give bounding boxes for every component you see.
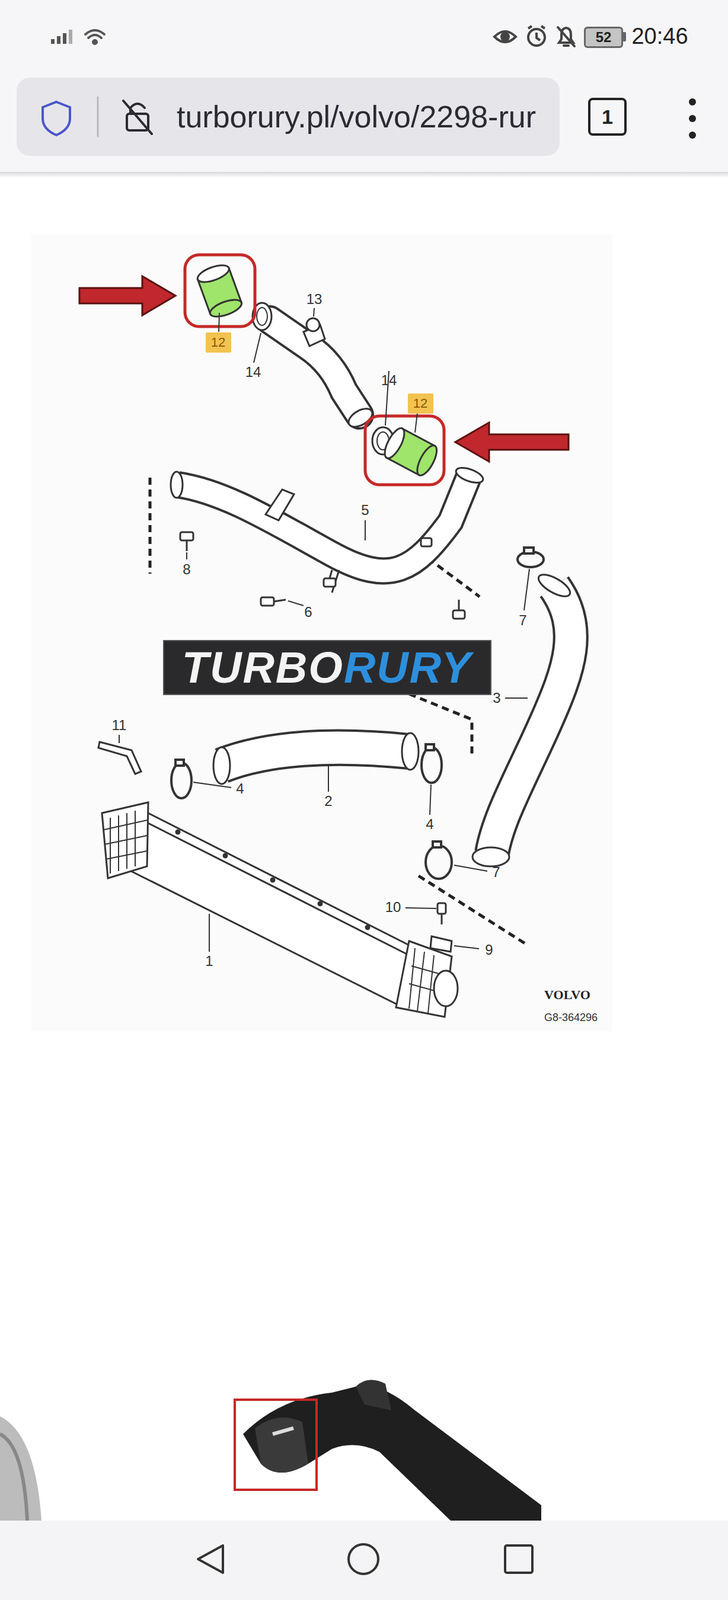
shield-icon [42, 101, 70, 136]
divider [97, 96, 100, 137]
node-text: 12 [211, 334, 226, 351]
home-button [348, 1544, 379, 1575]
address-bar: turborury.pl/volvo/2298-rur [16, 77, 560, 156]
node-text: 12 [413, 396, 428, 412]
callout-number: 12 [407, 393, 434, 414]
hose [472, 570, 574, 867]
bolt [180, 532, 465, 619]
callout-number: 13 [306, 291, 323, 308]
callout-number: 4 [425, 816, 434, 833]
recents-button [505, 1546, 533, 1574]
menu-icon [688, 98, 696, 139]
intercooler [101, 802, 458, 1018]
header-shadow [0, 171, 728, 178]
charge-pipe [170, 464, 485, 593]
callout-number: 5 [361, 502, 369, 519]
strip [98, 742, 142, 775]
text-group: 12 [413, 396, 428, 412]
node-text: turborury.pl/volvo/2298-rur [176, 99, 536, 135]
text-group: 1 [601, 105, 613, 129]
node-text: RURY [343, 642, 472, 694]
diagram-ground [30, 234, 613, 1032]
clock-time: 20:46 [631, 24, 688, 50]
text-group: turborury.pl/volvo/2298-rur [176, 99, 536, 135]
text-group: 52 [595, 29, 612, 46]
bell-off-icon [557, 27, 575, 47]
callout-number: 9 [484, 942, 493, 959]
tab-counter: 1 [588, 97, 627, 136]
drawing-number: G8-364296 [544, 1012, 598, 1025]
signal-icon [50, 29, 73, 44]
green-sleeve [195, 262, 244, 321]
seal-ring [256, 307, 268, 326]
highlight-frame [365, 416, 445, 485]
lock-off-icon [123, 100, 152, 134]
node-text: 1 [601, 105, 613, 129]
leader-line [119, 308, 530, 953]
callout-number: 7 [518, 612, 527, 629]
callout-number: 4 [235, 781, 244, 797]
photo-fragment [0, 1380, 542, 1522]
callout-number: 14 [381, 372, 398, 389]
red-arrow [79, 276, 176, 316]
node-text: TURBO [182, 642, 344, 694]
highlight-frame [184, 254, 255, 327]
battery-indicator: 52 [583, 26, 624, 49]
alarm-icon [528, 26, 545, 46]
callout-number: 10 [385, 899, 402, 916]
red-arrow [455, 422, 569, 462]
text-group: 12 [211, 334, 226, 351]
callout-number: 8 [182, 562, 191, 578]
callout-number: 6 [304, 604, 312, 621]
hose [213, 733, 419, 785]
bracket [430, 903, 452, 953]
callout-number: 12 [205, 332, 232, 353]
callout-number: 1 [205, 953, 213, 970]
callout-number: 14 [245, 364, 262, 381]
callout-number: 7 [492, 864, 500, 881]
eye-icon [494, 31, 516, 43]
hose-clamp [171, 547, 544, 880]
callout-number: 11 [112, 717, 127, 734]
callout-number: 2 [324, 793, 332, 810]
browser-header [0, 0, 728, 172]
brand-logo: VOLVO [544, 988, 591, 1003]
node-text: 52 [595, 29, 612, 46]
callout-number: 3 [492, 690, 501, 707]
url-field [16, 77, 560, 156]
wifi-icon [85, 30, 105, 44]
green-sleeve [381, 425, 441, 479]
watermark-band: TURBORURY [163, 640, 492, 696]
back-button [198, 1546, 223, 1574]
sensor-pipe [269, 318, 376, 431]
text-group: TURBORURY [182, 642, 472, 694]
nav-bar [0, 1521, 728, 1600]
